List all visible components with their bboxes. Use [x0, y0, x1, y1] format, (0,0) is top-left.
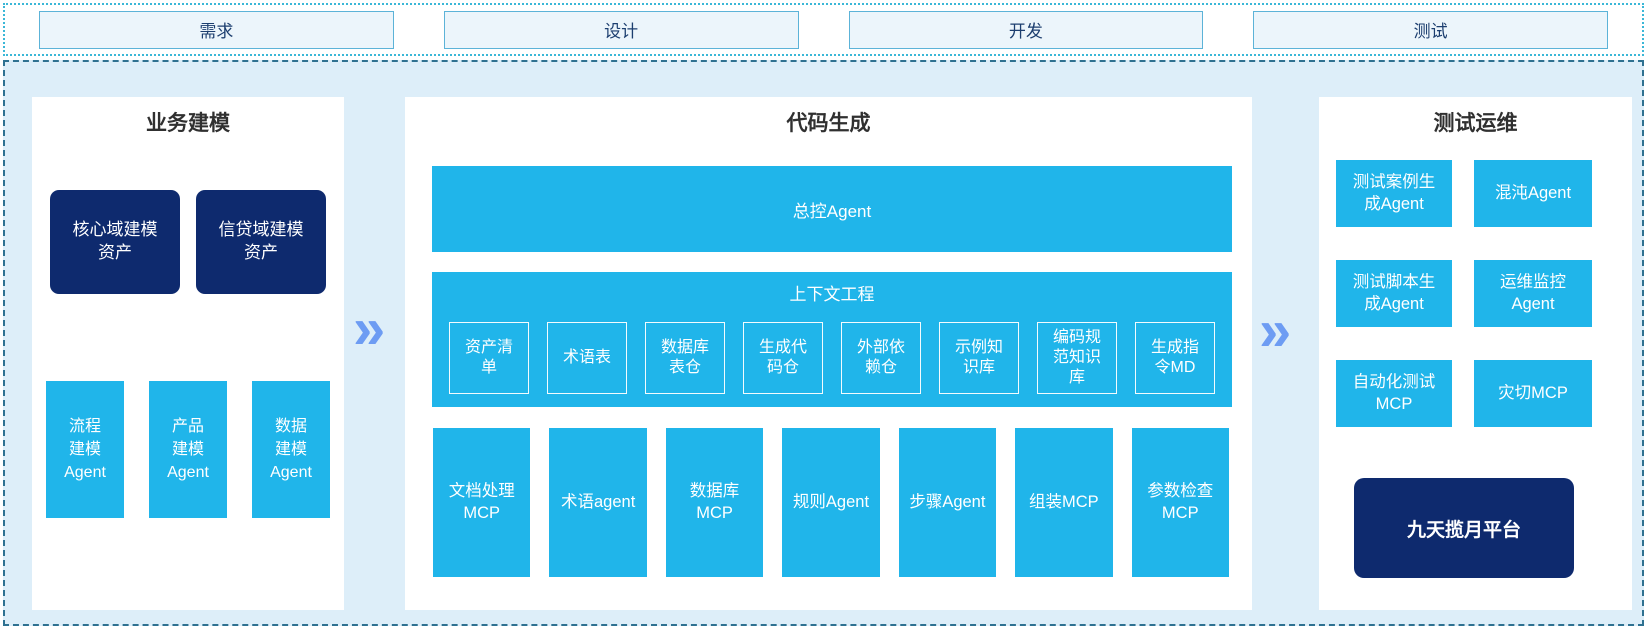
core-domain-asset-box: 核心域建模资产 — [50, 190, 180, 294]
product-modeling-agent-box: 产品建模Agent — [149, 381, 227, 518]
double-chevron-icon: » — [1259, 298, 1292, 363]
test-ops-panel: 测试运维 测试案例生成Agent 混沌Agent 测试脚本生成Agent 运维监… — [1319, 97, 1632, 610]
test-case-gen-agent-box: 测试案例生成Agent — [1336, 160, 1452, 227]
context-item-example-kb: 示例知识库 — [939, 322, 1019, 394]
context-engineering-box: 上下文工程 资产清单 术语表 数据库表仓 生成代码仓 外部依赖仓 示例知识库 编… — [432, 272, 1232, 407]
context-item-instruction-md: 生成指令MD — [1135, 322, 1215, 394]
jiutian-lanyue-platform-box: 九天揽月平台 — [1354, 478, 1574, 578]
terminology-agent-box: 术语agent — [549, 428, 647, 577]
context-item-row: 资产清单 术语表 数据库表仓 生成代码仓 外部依赖仓 示例知识库 编码规范知识库… — [449, 322, 1215, 394]
business-asset-row: 核心域建模资产 信贷域建模资产 — [50, 190, 326, 294]
step-agent-box: 步骤Agent — [898, 428, 997, 577]
tool-row: 文档处理MCP 术语agent 数据库MCP 规则Agent 步骤Agent 组… — [433, 428, 1229, 577]
context-item-external-deps-repo: 外部依赖仓 — [841, 322, 921, 394]
test-script-gen-agent-box: 测试脚本生成Agent — [1336, 260, 1452, 327]
business-modeling-title: 业务建模 — [146, 112, 230, 135]
process-modeling-agent-box: 流程建模Agent — [46, 381, 124, 518]
param-check-mcp-box: 参数检查MCP — [1131, 428, 1229, 577]
credit-domain-asset-box: 信贷域建模资产 — [196, 190, 326, 294]
automated-testing-mcp-box: 自动化测试MCP — [1336, 360, 1452, 427]
context-item-coding-standards-kb: 编码规范知识库 — [1037, 322, 1117, 394]
disaster-switch-mcp-box: 灾切MCP — [1474, 360, 1592, 427]
test-ops-title: 测试运维 — [1433, 112, 1518, 135]
context-item-asset-list: 资产清单 — [449, 322, 529, 394]
context-item-generated-code-repo: 生成代码仓 — [743, 322, 823, 394]
business-modeling-panel: 业务建模 核心域建模资产 信贷域建模资产 流程建模Agent 产品建模Agent… — [32, 97, 344, 610]
phase-box-development: 开发 — [848, 10, 1204, 49]
context-item-glossary: 术语表 — [547, 322, 627, 394]
data-modeling-agent-box: 数据建模Agent — [252, 381, 330, 518]
master-agent-bar: 总控Agent — [432, 166, 1232, 252]
phase-strip: 需求 设计 开发 测试 — [3, 3, 1644, 56]
code-generation-panel: 代码生成 总控Agent 上下文工程 资产清单 术语表 数据库表仓 生成代码仓 … — [405, 97, 1252, 610]
ops-monitoring-agent-box: 运维监控Agent — [1474, 260, 1592, 327]
doc-processing-mcp-box: 文档处理MCP — [433, 428, 531, 577]
assembly-mcp-box: 组装MCP — [1015, 428, 1113, 577]
phase-box-testing: 测试 — [1253, 10, 1608, 49]
context-engineering-title: 上下文工程 — [789, 285, 875, 304]
modeling-agent-row: 流程建模Agent 产品建模Agent 数据建模Agent — [46, 381, 330, 518]
chaos-agent-box: 混沌Agent — [1474, 160, 1592, 227]
code-generation-title: 代码生成 — [786, 112, 871, 135]
rule-agent-box: 规则Agent — [782, 428, 880, 577]
test-ops-grid: 测试案例生成Agent 混沌Agent 测试脚本生成Agent 运维监控Agen… — [1336, 160, 1592, 427]
phase-box-requirements: 需求 — [39, 10, 394, 49]
database-mcp-box: 数据库MCP — [665, 428, 764, 577]
phase-box-design: 设计 — [443, 10, 799, 49]
context-item-db-table-repo: 数据库表仓 — [645, 322, 725, 394]
main-canvas: 业务建模 核心域建模资产 信贷域建模资产 流程建模Agent 产品建模Agent… — [3, 60, 1644, 626]
double-chevron-icon: » — [353, 296, 386, 361]
